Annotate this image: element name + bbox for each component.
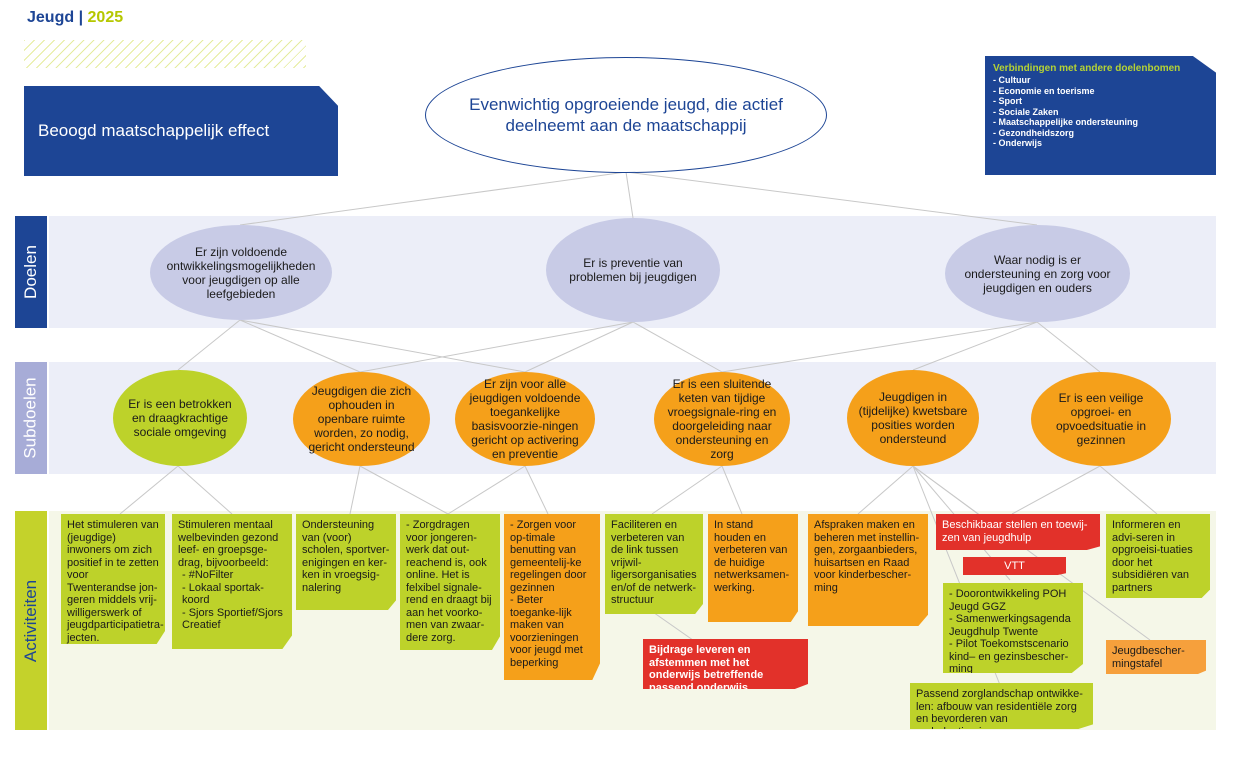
goal-ellipse: Er zijn voldoende ontwikkelingsmogelijkh… bbox=[150, 225, 332, 320]
activity-note-red: Beschikbaar stellen en toewij-zen van je… bbox=[936, 514, 1100, 550]
links-item: - Economie en toerisme bbox=[993, 85, 1095, 96]
subgoal-ellipse: Er is een sluitende keten van tijdige vr… bbox=[654, 372, 790, 466]
subdoelen-label: Subdoelen bbox=[15, 362, 47, 474]
goal-ellipse: Waar nodig is er ondersteuning en zorg v… bbox=[945, 225, 1130, 322]
activiteiten-label: Activiteiten bbox=[15, 511, 47, 730]
activity-note-red: VTT bbox=[963, 557, 1066, 575]
activity-note: In stand houden en verbeteren van de hui… bbox=[708, 514, 798, 622]
subgoal-ellipse: Er is een betrokken en draagkrachtige so… bbox=[113, 370, 247, 466]
activity-note: - Doorontwikkeling POH Jeugd GGZ - Samen… bbox=[943, 583, 1083, 673]
effect-label-box: Beoogd maatschappelijk effect bbox=[24, 86, 338, 176]
links-item: - Sociale Zaken bbox=[993, 106, 1059, 117]
links-item: - Maatschappelijke ondersteuning bbox=[993, 117, 1139, 127]
activity-note: Stimuleren mentaal welbevinden gezond le… bbox=[172, 514, 292, 649]
decorative-hatch bbox=[24, 40, 306, 68]
main-goal-ellipse: Evenwichtig opgroeiende jeugd, die actie… bbox=[425, 57, 827, 173]
links-box: Verbindingen met andere doelenbomen - Cu… bbox=[985, 56, 1216, 175]
header-title: Jeugd bbox=[27, 9, 75, 26]
activity-note: - Zorgen voor op-timale benutting van ge… bbox=[504, 514, 600, 680]
links-item: - Onderwijs bbox=[993, 138, 1043, 148]
subgoal-ellipse: Er is een veilige opgroei- en opvoedsitu… bbox=[1031, 372, 1171, 466]
subgoal-ellipse: Jeugdigen die zich ophouden in openbare … bbox=[293, 372, 430, 466]
activity-note: Informeren en advi-seren in opgroeisi-tu… bbox=[1106, 514, 1210, 598]
links-item: - Gezondheidszorg bbox=[993, 127, 1074, 138]
page-header: Jeugd | 2025 bbox=[27, 9, 123, 27]
links-title: Verbindingen met andere doelenbomen bbox=[993, 63, 1181, 74]
header-year: 2025 bbox=[87, 9, 124, 26]
doelen-label: Doelen bbox=[15, 216, 47, 328]
activity-note: Faciliteren en verbeteren van de link tu… bbox=[605, 514, 703, 614]
activity-note: - Zorgdragen voor jongeren-werk dat out-… bbox=[400, 514, 500, 650]
activity-note-red: Bijdrage leveren en afstemmen met het on… bbox=[643, 639, 808, 689]
activity-note: Passend zorglandschap ontwikke-len: afbo… bbox=[910, 683, 1093, 729]
activity-note: Jeugdbescher-mingstafel bbox=[1106, 640, 1206, 674]
goal-ellipse: Er is preventie van problemen bij jeugdi… bbox=[546, 218, 720, 322]
activity-note: Het stimuleren van (jeugdige) inwoners o… bbox=[61, 514, 165, 644]
activity-note: Afspraken maken en beheren met instellin… bbox=[808, 514, 928, 626]
subgoal-ellipse: Er zijn voor alle jeugdigen voldoende to… bbox=[455, 372, 595, 466]
subgoal-ellipse: Jeugdigen in (tijdelijke) kwetsbare posi… bbox=[847, 370, 979, 466]
header-separator: | bbox=[78, 9, 84, 26]
activity-note: Ondersteuning van (voor) scholen, sportv… bbox=[296, 514, 396, 610]
links-item: - Cultuur bbox=[993, 75, 1031, 85]
links-item: - Sport bbox=[993, 96, 1022, 106]
